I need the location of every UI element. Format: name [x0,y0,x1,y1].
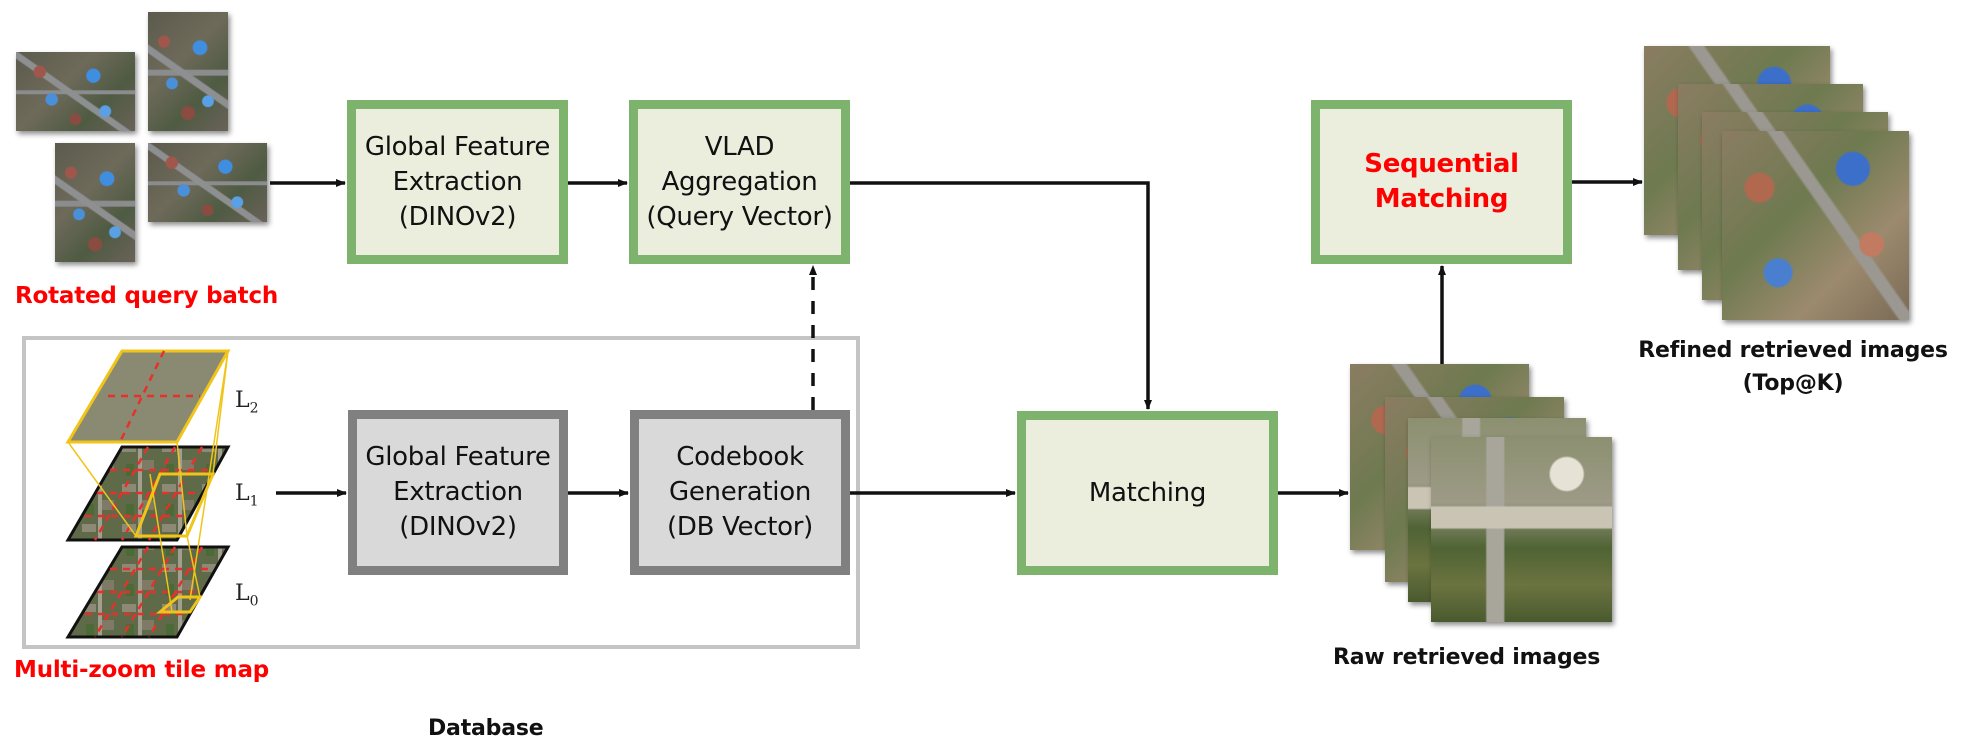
box-line: VLAD [704,131,775,162]
matching-box: Matching [1017,411,1278,575]
level-subscript: 0 [249,593,259,610]
level-base: L [235,481,250,506]
query-global-feature-box: Global Feature Extraction (DINOv2) [347,100,568,264]
database-label: Database [428,716,544,741]
tile-grid-level-1 [85,446,214,541]
level-label-1: L1 [235,481,259,509]
box-line: Generation [668,477,812,507]
tile-grid-level-0 [85,546,214,638]
raw-retrieved-caption: Raw retrieved images [1333,645,1601,670]
refined-caption-line-1: Refined retrieved images [1638,338,1948,363]
raw-retrieved-image-4 [1431,437,1612,622]
level-subscript: 1 [249,493,259,510]
query-tile-rotated-270 [148,143,267,222]
level-label-2: L2 [235,388,259,416]
box-line: Extraction [392,166,523,197]
box-line: Extraction [393,477,523,507]
sequential-matching-box: Sequential Matching [1311,100,1572,264]
db-global-feature-box: Global Feature Extraction (DINOv2) [348,410,568,575]
box-line: Sequential [1364,149,1519,179]
box-line: Global Feature [364,131,551,162]
tile-map-label: Multi-zoom tile map [14,657,270,683]
level-base: L [235,388,250,413]
query-tile-rotated-180 [55,143,135,262]
box-line: (DB Vector) [667,512,813,542]
refined-retrieved-image-4 [1722,131,1909,320]
box-line: (DINOv2) [398,201,517,232]
level-subscript: 2 [249,400,259,417]
box-line: Matching [1374,184,1509,214]
box-line: Global Feature [365,442,551,472]
level-base: L [235,581,250,606]
level-label-0: L0 [235,581,259,609]
zoom-region-level-0 [155,595,203,614]
box-line: Aggregation [661,166,818,197]
vlad-aggregation-box: VLAD Aggregation (Query Vector) [629,100,850,264]
query-tile-rotated-90 [16,52,135,131]
box-line: (DINOv2) [399,512,517,542]
box-line: Matching [1088,477,1207,508]
box-line: (Query Vector) [646,201,833,232]
codebook-generation-box: Codebook Generation (DB Vector) [630,410,850,575]
refined-retrieved-caption: Refined retrieved images (Top@K) [1620,334,1966,400]
box-line: Codebook [676,442,804,472]
query-batch-label: Rotated query batch [15,283,279,309]
tile-grid-level-2 [108,350,200,443]
query-tile-original [148,12,228,131]
refined-caption-line-2: (Top@K) [1742,371,1844,396]
zoom-region-level-1 [133,472,216,538]
